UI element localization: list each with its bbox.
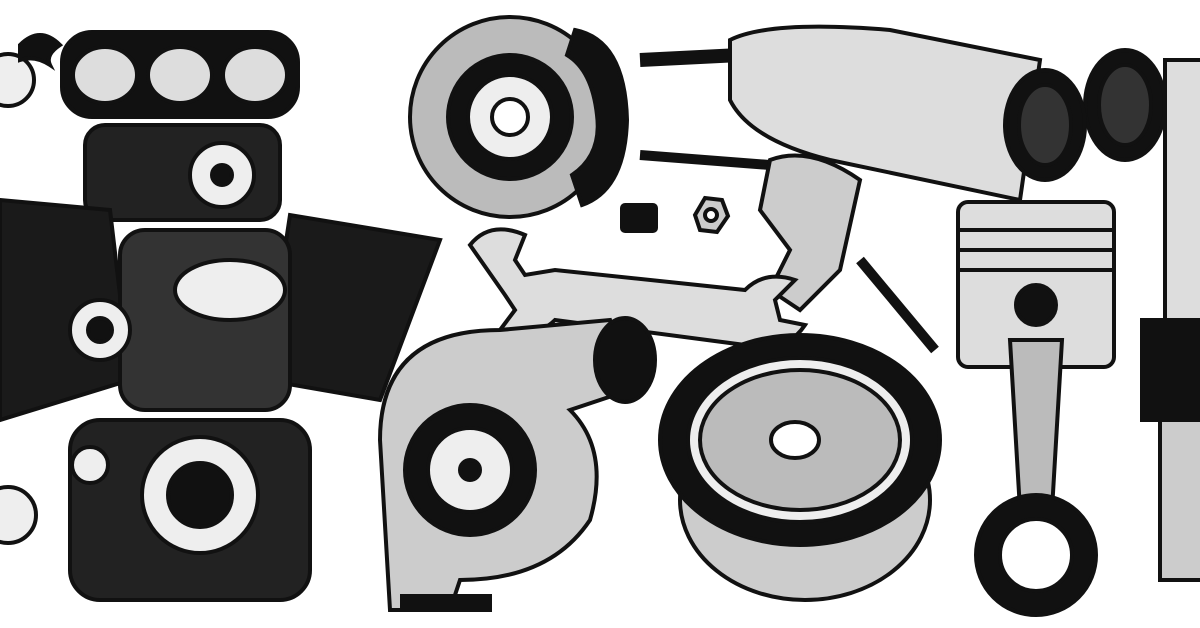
brake-disc-icon — [408, 15, 630, 219]
piston-icon — [956, 200, 1116, 617]
v8-engine-icon — [0, 30, 443, 602]
fuel-nozzle-icon — [639, 150, 939, 354]
spark-plug-icon — [1140, 58, 1200, 582]
turbocharger-icon — [377, 316, 657, 612]
nut-icon — [620, 195, 731, 235]
exhaust-muffler-icon — [639, 24, 1167, 203]
wheel-rim-icon — [658, 333, 942, 602]
